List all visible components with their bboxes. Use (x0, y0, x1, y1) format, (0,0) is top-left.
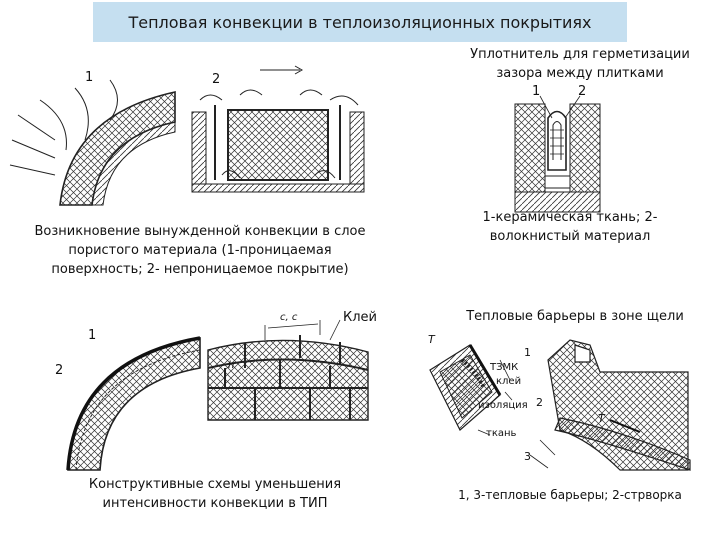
bottom-left-caption-line-2: интенсивности конвекции в ТИП (102, 496, 328, 511)
bottom-right-label-1: 1 (524, 346, 531, 359)
porous-block (227, 109, 329, 181)
brick-panel (207, 339, 369, 421)
glue-label: Клей (343, 310, 377, 325)
curved-porous-layer (59, 91, 176, 206)
top-right-header-line-2: зазора между плитками (496, 66, 664, 81)
bottom-left-caption: Конструктивные схемы уменьшения интенсив… (40, 475, 390, 513)
brick-joints (207, 335, 369, 420)
glue-small-label: клей (496, 376, 522, 387)
tile-right (569, 103, 601, 193)
bottom-left-label-1: 1 (88, 328, 97, 343)
top-left-label-2: 2 (212, 72, 221, 87)
temperature-left-label: T (428, 333, 435, 346)
top-right-label-2: 2 (578, 84, 587, 99)
top-left-caption-line-2: пористого материала (1-проницаемая (68, 243, 332, 258)
top-left-label-1: 1 (85, 70, 94, 85)
flap-door (554, 417, 691, 471)
fibrous-core (552, 121, 562, 160)
top-right-header-line-1: Уплотнитель для герметизации (470, 47, 690, 62)
top-left-caption-line-1: Возникновение вынужденной конвекции в сл… (34, 224, 366, 239)
top-right-caption-line-2: волокнистый материал (489, 229, 651, 244)
tile-left (514, 103, 546, 193)
tzmk-label: ТЗМК (490, 362, 519, 373)
flow-arrows-curved (9, 79, 118, 176)
tile-base (514, 191, 601, 213)
dimension-top-label: c, c (280, 312, 298, 323)
top-right-caption-line-1: 1-керамическая ткань; 2- (482, 210, 658, 225)
block-outer-left-wall (191, 111, 207, 185)
top-right-caption: 1-керамическая ткань; 2- волокнистый мат… (420, 208, 720, 246)
curved-inner-shell (91, 121, 176, 206)
bottom-right-label-3: 3 (524, 450, 531, 463)
bottom-left-caption-line-1: Конструктивные схемы уменьшения (88, 477, 342, 492)
bottom-right-label-2: 2 (536, 396, 543, 409)
page-title: Тепловая конвекции в теплоизоляционных п… (93, 2, 627, 42)
top-right-label-1: 1 (532, 84, 541, 99)
bottom-right-header: Тепловые барьеры в зоне щели (466, 309, 684, 324)
top-left-caption-line-3: поверхность; 2- непроницаемое покрытие) (51, 262, 349, 277)
barrier-left-layers (439, 354, 493, 419)
bottom-right-caption: 1, 3-тепловые барьеры; 2-стрворка (458, 488, 682, 502)
top-left-caption: Возникновение вынужденной конвекции в сл… (20, 222, 380, 279)
insulation-label: изоляция (478, 400, 528, 411)
flow-arrows-block (199, 65, 359, 179)
top-right-header: Уплотнитель для герметизации зазора межд… (440, 45, 720, 83)
ceramic-fabric-seal (547, 110, 567, 171)
base-plate (191, 183, 365, 193)
temperature-right-label: T (598, 412, 605, 425)
block-outer-right-wall (349, 111, 365, 185)
fabric-label: ткань (486, 428, 517, 439)
dimension-side-label: h (228, 360, 235, 371)
bottom-left-label-2: 2 (55, 363, 64, 378)
